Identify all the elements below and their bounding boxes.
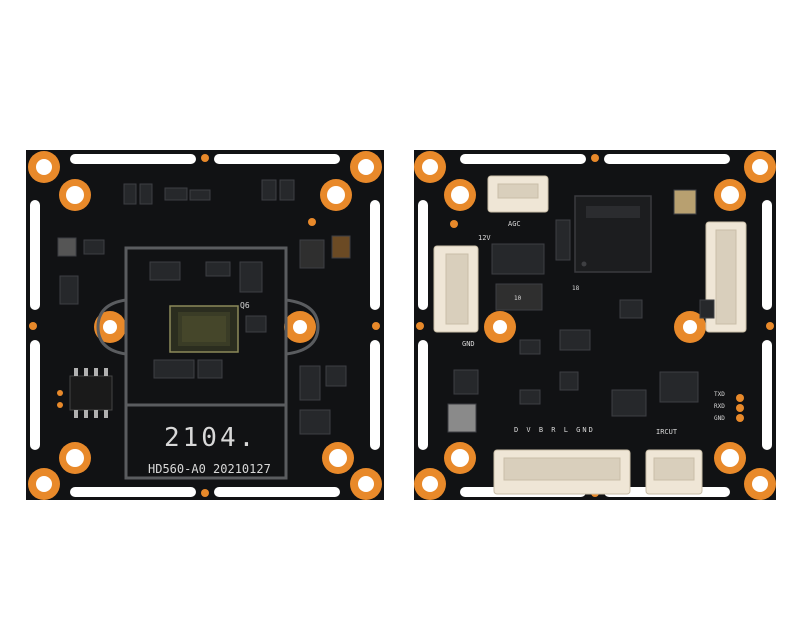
label-gnd-side: GND (714, 415, 725, 422)
processor-chip (574, 195, 652, 273)
smd-components-front (57, 179, 351, 435)
label-rxd: RXD (714, 403, 725, 410)
smd-components-back (447, 189, 715, 433)
pcb-board-back: AGC 12V GND D V B R L GND IRCUT TXD RXD … (414, 150, 776, 500)
mark-q6: Q6 (240, 301, 250, 310)
mounting-pads-front (28, 151, 382, 500)
chip-mark-18: 18 (572, 285, 580, 292)
label-txd: TXD (714, 391, 725, 398)
pin-labels: D V B R L GND (514, 426, 595, 434)
label-ircut: IRCUT (656, 428, 678, 436)
label-12v: 12V (478, 234, 491, 242)
model-label: HD560-A0 20210127 (148, 462, 271, 476)
label-agc: AGC (508, 220, 521, 228)
image-sensor (169, 305, 239, 353)
soic-chip-front (69, 368, 113, 418)
lens-mount-outline (96, 246, 320, 480)
pcb-board-front: 2104. HD560-A0 20210127 Q6 (26, 150, 384, 500)
silkscreen-code: 2104. (164, 423, 257, 453)
mounting-pads-back (414, 151, 776, 500)
connectors (433, 175, 747, 495)
chip-mark-10: 10 (514, 295, 522, 302)
label-gnd: GND (462, 340, 475, 348)
